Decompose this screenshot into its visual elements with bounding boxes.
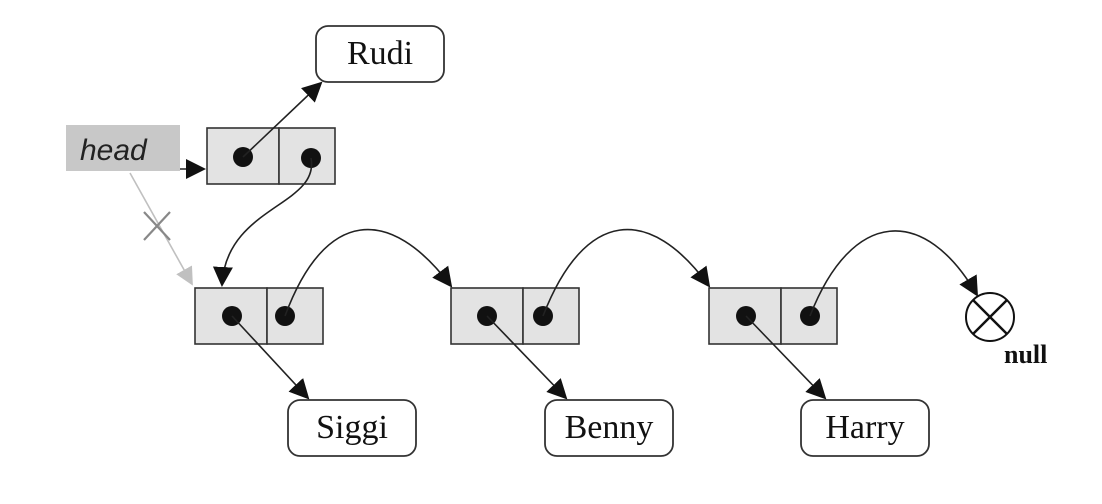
arrow-node1-to-siggi [231,315,310,400]
arrow-node1-to-node2 [284,228,453,317]
arrow-node3-to-harry [745,315,827,400]
value-box-benny: Benny [544,399,674,457]
arrow-node2-to-benny [486,315,568,400]
value-label-rudi: Rudi [347,35,413,72]
value-box-rudi: Rudi [315,25,445,83]
arrow-new-node-to-rudi [242,81,323,158]
new-node [206,127,336,185]
list-node-1 [194,287,324,345]
null-terminator: null [965,292,1047,369]
value-label-harry: Harry [825,409,904,446]
value-label-siggi: Siggi [316,409,388,446]
head-text: head [80,134,148,167]
arrow-old-head-pointer [129,172,193,286]
arrow-node3-to-null [809,230,979,317]
arrow-new-node-to-list [212,157,313,287]
value-box-harry: Harry [800,399,930,457]
value-label-benny: Benny [565,409,654,446]
head-pointer-label: head [66,125,180,171]
null-label: null [1004,340,1047,369]
cross-mark-icon [143,211,171,241]
list-node-3 [708,287,838,345]
list-node-2 [450,287,580,345]
value-box-siggi: Siggi [287,399,417,457]
arrow-node2-to-node3 [542,228,711,317]
